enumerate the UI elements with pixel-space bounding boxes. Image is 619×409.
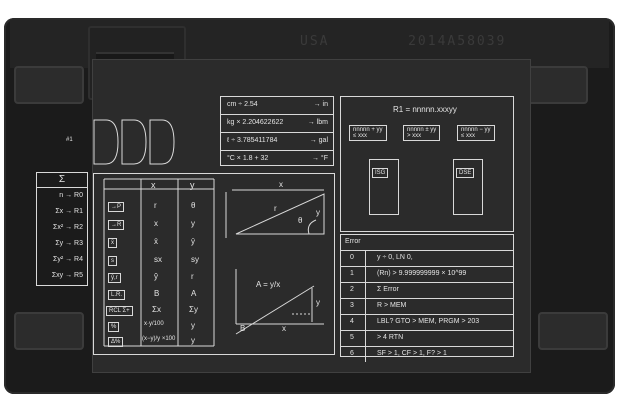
serial-number: USA 2014A58039: [300, 34, 507, 49]
memory-tab-icons: [93, 119, 175, 165]
error-row: 1(Rn) > 9.999999999 × 10^99: [341, 267, 513, 283]
regression-x-label: x: [282, 324, 286, 333]
loop-col3: nnnnn − yy≤ xxx: [457, 125, 495, 141]
rubber-foot-bottom-left: [14, 312, 84, 350]
sigma-header: Σ: [37, 173, 87, 188]
sigma-item: n → R0: [59, 192, 83, 199]
isg-label: ISG: [372, 167, 389, 178]
loop-col2: nnnnn ± yy> xxx: [403, 125, 441, 141]
statistics-table: x y →P r θ →R x y x̄ x̄ ȳ s sx sy ŷ,r ŷ …: [93, 173, 335, 355]
conversion-row: °C × 1.8 + 32→ °F: [227, 155, 328, 162]
sigma-item: Σxy → R5: [51, 272, 83, 279]
loop-control-box: R1 = nnnnn.xxxyy nnnnn + yy≤ xxx nnnnn ±…: [340, 96, 514, 232]
sigma-item: Σx → R1: [55, 208, 83, 215]
conversion-row: cm ÷ 2.54→ in: [221, 97, 333, 115]
rubber-foot-bottom-right: [538, 312, 608, 350]
triangle-x-label: x: [279, 180, 283, 189]
sigma-item: Σx² → R2: [53, 224, 83, 231]
regression-y-label: y: [316, 298, 320, 307]
dse-label: DSE: [456, 167, 475, 178]
error-header-row: Error: [341, 235, 513, 251]
loop-formula: R1 = nnnnn.xxxyy: [393, 105, 457, 114]
regression-b-label: B: [240, 324, 246, 333]
conversion-table: cm ÷ 2.54→ in kg × 2.204622622→ lbm ℓ ÷ …: [220, 96, 334, 166]
regression-formula: A = y/x: [256, 280, 281, 289]
column-x: x: [151, 180, 156, 190]
tab-label: #1: [66, 137, 73, 143]
conversion-row: ℓ ÷ 3.785411784→ gal: [221, 133, 333, 151]
conversion-row: kg × 2.204622622→ lbm: [221, 115, 333, 133]
error-row: 5> 4 RTN: [341, 331, 513, 347]
column-y: y: [190, 180, 195, 190]
sigma-register-box: Σ n → R0 Σx → R1 Σx² → R2 Σy → R3 Σy² → …: [36, 172, 88, 286]
rubber-foot-top-left: [14, 66, 84, 104]
loop-col1: nnnnn + yy≤ xxx: [349, 125, 387, 141]
sigma-item: Σy² → R4: [53, 256, 83, 263]
triangle-y-label: y: [316, 208, 320, 217]
triangle-r-label: r: [274, 204, 277, 213]
triangle-theta-label: θ: [298, 216, 303, 225]
sigma-item: Σy → R3: [55, 240, 83, 247]
